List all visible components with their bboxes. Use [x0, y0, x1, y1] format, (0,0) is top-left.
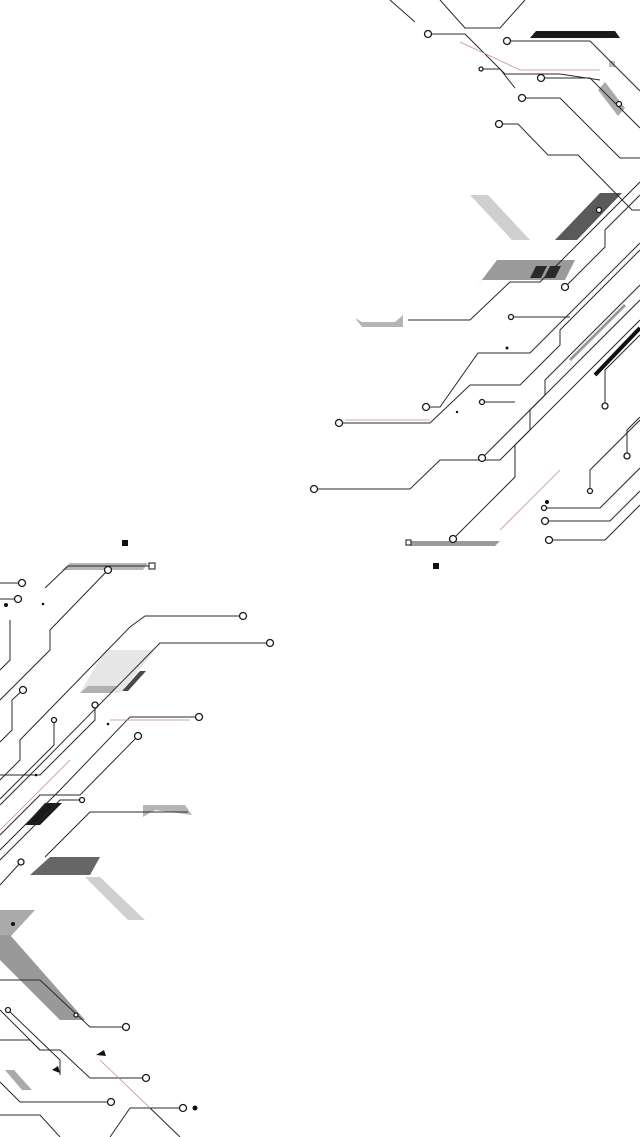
- trace-pad: [121, 1022, 131, 1032]
- trace-pad: [133, 731, 143, 741]
- trace-pad: [178, 1103, 188, 1113]
- trace-pad: [238, 611, 248, 621]
- dot: [106, 722, 110, 726]
- trace-pad: [421, 402, 431, 412]
- light-diagonal: [5, 1070, 32, 1090]
- trace-pad: [507, 313, 515, 321]
- dark-gray-block: [30, 857, 100, 875]
- trace-pad: [536, 73, 546, 83]
- trace-pad: [448, 534, 458, 544]
- black-block: [25, 803, 62, 825]
- light-diagonal-block: [85, 877, 145, 920]
- trace-pad: [540, 504, 548, 512]
- trace-pad: [623, 452, 631, 460]
- dot: [34, 773, 38, 777]
- trace-pad: [478, 398, 486, 406]
- trace-pad: [601, 402, 609, 410]
- trace-pad: [194, 712, 204, 722]
- trace-pad: [615, 100, 623, 108]
- small-black-square: [122, 540, 128, 546]
- small-dark-tab: [52, 1066, 60, 1073]
- gray-tab: [143, 805, 192, 817]
- trace-pad: [265, 638, 275, 648]
- dot: [11, 922, 15, 926]
- small-dark-tab: [96, 1050, 106, 1056]
- small-square: [609, 61, 615, 67]
- dark-square: [544, 266, 561, 278]
- square-pad: [405, 539, 412, 546]
- dot: [41, 602, 45, 606]
- bottom-left-circuit-cluster: [0, 540, 275, 1137]
- trace-pad: [4, 1006, 12, 1014]
- trace-pad: [17, 578, 27, 588]
- dot: [545, 500, 549, 504]
- gray-large-diagonal: [0, 935, 85, 1020]
- top-right-circuit-cluster: [309, 0, 640, 569]
- trace-pad: [91, 701, 99, 709]
- dot: [455, 410, 459, 414]
- gray-trace: [568, 303, 627, 362]
- trace-pad: [544, 535, 554, 545]
- light-block: [80, 650, 155, 693]
- trace-pad: [517, 93, 527, 103]
- dot: [4, 603, 8, 607]
- trace-pad: [18, 685, 28, 695]
- trace-pad: [50, 716, 58, 724]
- trace-pad: [13, 594, 23, 604]
- dark-square: [530, 266, 547, 278]
- trace-pad: [502, 36, 512, 46]
- trace-pad: [560, 282, 570, 292]
- dot: [192, 1105, 198, 1111]
- trace-pad: [478, 66, 484, 72]
- trace-pad: [540, 516, 550, 526]
- gray-block-lower: [80, 686, 118, 693]
- trace-pad: [586, 487, 594, 495]
- gray-block: [472, 260, 575, 293]
- dark-bar: [122, 671, 146, 691]
- trace-pad: [78, 796, 86, 804]
- trace-pad: [309, 484, 319, 494]
- light-tab: [355, 315, 403, 327]
- trace-pad: [477, 453, 487, 463]
- small-black-square: [433, 563, 439, 569]
- trace-pad: [17, 858, 25, 866]
- trace-pad: [141, 1073, 151, 1083]
- dot: [505, 346, 509, 350]
- trace-pad: [595, 206, 603, 214]
- trace-pad: [73, 1012, 79, 1018]
- trace-pad: [423, 29, 433, 39]
- gray-bar: [408, 541, 500, 546]
- trace-pad: [103, 565, 113, 575]
- trace-pad: [494, 119, 504, 129]
- black-bar: [530, 31, 620, 38]
- light-diagonal-block: [470, 195, 530, 240]
- thick-black-trace: [593, 326, 640, 377]
- trace-pad: [106, 1097, 116, 1107]
- trace-pad: [334, 418, 344, 428]
- dark-diagonal-block: [555, 193, 622, 240]
- square-pad: [148, 562, 156, 570]
